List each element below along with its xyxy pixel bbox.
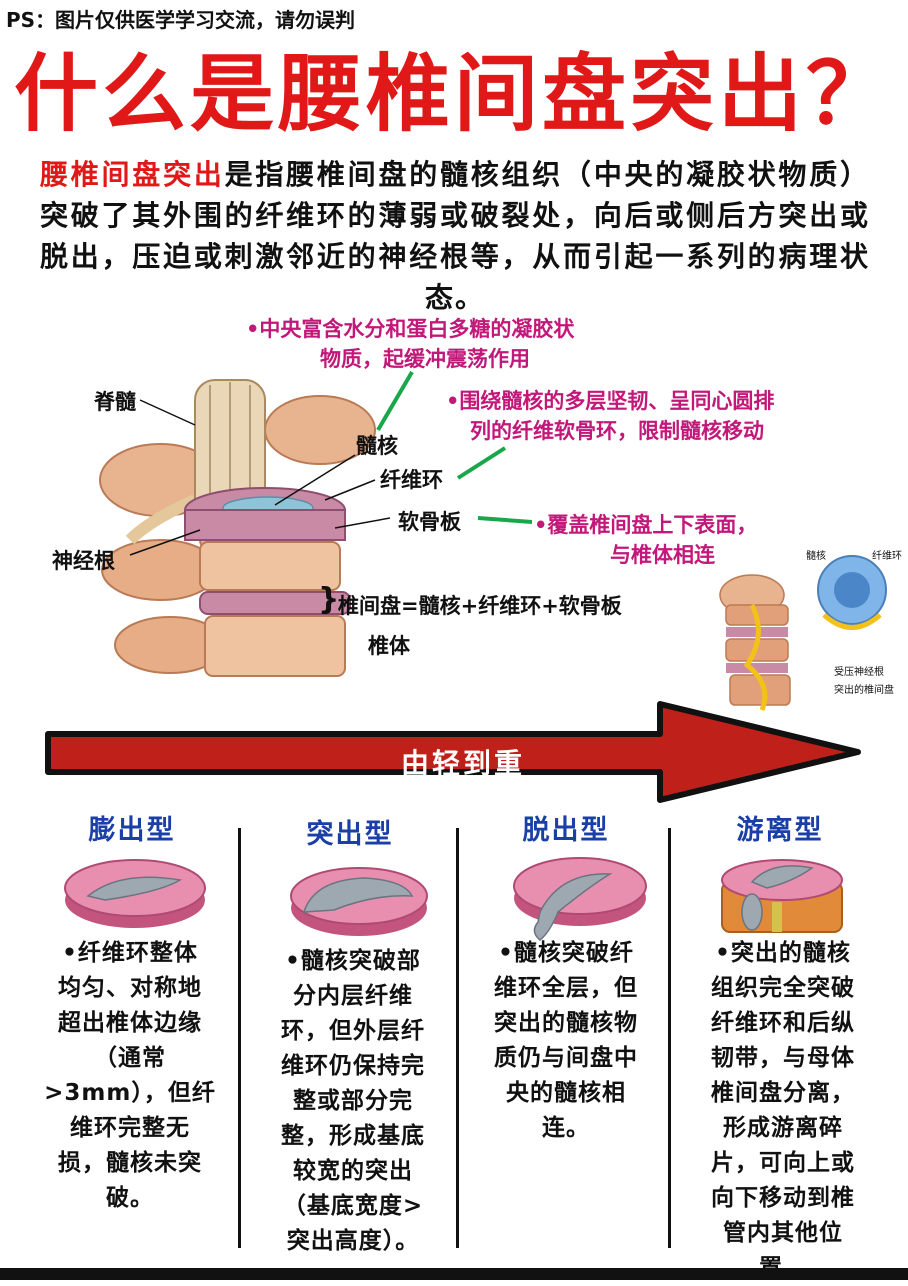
desc-line: 损，髓核未突 <box>58 1150 202 1176</box>
note-nucleus-2: 物质，起缓冲震荡作用 <box>320 347 530 371</box>
desc-line: 形成游离碎 <box>723 1115 843 1141</box>
desc-line: 椎间盘分离， <box>711 1080 855 1106</box>
desc-line: 组织完全突破 <box>711 975 855 1001</box>
type-title-protrusion: 突出型 <box>306 819 394 850</box>
desc-line: （通常 <box>94 1045 166 1071</box>
type-desc-bulge: •纤维环整体 均匀、对称地 超出椎体边缘 （通常 >3mm），但纤 维环完整无 … <box>30 936 230 1216</box>
desc-line: 央的髓核相 <box>506 1080 626 1106</box>
type-title-bulge: 膨出型 <box>88 815 176 846</box>
label-nucleus: 髓核 <box>356 434 398 458</box>
desc-line: >3mm），但纤 <box>44 1080 216 1106</box>
disc-sequestration-illustration <box>721 859 843 933</box>
note-endplate-1: •覆盖椎间盘上下表面， <box>534 513 758 537</box>
desc-line: 较宽的突出 <box>293 1158 413 1184</box>
disc-bulge-illustration <box>64 859 206 928</box>
inset-label-compressed-nerve: 受压神经根 <box>834 667 884 678</box>
ps-note: PS：图片仅供医学学习交流，请勿误判 <box>6 8 356 32</box>
desc-line: 破。 <box>106 1185 154 1211</box>
label-spinal-cord: 脊髓 <box>94 390 136 414</box>
desc-line: 向下移动到椎 <box>711 1185 855 1211</box>
desc-line: 环，但外层纤 <box>281 1018 425 1044</box>
desc-line: 整或部分完 <box>293 1088 413 1114</box>
intro-highlight: 腰椎间盘突出 <box>40 158 225 191</box>
inset-label-annulus: 纤维环 <box>872 551 902 562</box>
inset-label-nucleus: 髓核 <box>806 551 826 562</box>
note-endplate-2: 与椎体相连 <box>610 543 715 567</box>
inset-label-herniated-disc: 突出的椎间盘 <box>834 685 894 696</box>
desc-line: 韧带，与母体 <box>711 1045 855 1071</box>
disc-brace: } <box>318 582 340 617</box>
type-desc-extrusion: •髓核突破纤 维环全层，但 突出的髓核物 质仍与间盘中 央的髓核相 连。 <box>466 936 666 1146</box>
desc-line: 分内层纤维 <box>293 983 413 1009</box>
desc-line: （基底宽度> <box>282 1193 424 1219</box>
desc-line: 突出的髓核物 <box>494 1010 638 1036</box>
spine-anatomy-illustration <box>99 379 391 677</box>
desc-line: 片，可向上或 <box>711 1150 855 1176</box>
desc-line: •髓核突破纤 <box>498 940 634 966</box>
desc-line: 超出椎体边缘 <box>58 1010 202 1036</box>
desc-line: •纤维环整体 <box>62 940 198 966</box>
severity-arrow <box>45 701 861 803</box>
connector-lines <box>376 370 533 524</box>
severity-arrow-label: 由轻到重 <box>400 747 525 780</box>
label-annulus: 纤维环 <box>380 468 443 492</box>
desc-line: 均匀、对称地 <box>58 975 202 1001</box>
type-title-extrusion: 脱出型 <box>522 815 610 846</box>
desc-line: 维环完整无 <box>70 1115 190 1141</box>
desc-line: •突出的髓核 <box>715 940 851 966</box>
desc-line: 连。 <box>542 1115 590 1141</box>
desc-line: 纤维环和后纵 <box>711 1010 855 1036</box>
desc-line: 整，形成基底 <box>281 1123 425 1149</box>
type-desc-sequestration: •突出的髓核 组织完全突破 纤维环和后纵 韧带，与母体 椎间盘分离， 形成游离碎… <box>678 936 888 1286</box>
desc-line: •髓核突破部 <box>285 948 421 974</box>
label-endplate: 软骨板 <box>398 510 461 534</box>
herniation-inset-illustration <box>719 555 887 711</box>
bottom-border <box>0 1268 908 1280</box>
column-divider-2 <box>456 828 459 1248</box>
label-vertebra: 椎体 <box>368 634 410 658</box>
disc-extrusion-illustration <box>513 857 647 941</box>
note-annulus-1: •围绕髓核的多层坚韧、呈同心圆排 <box>446 389 775 413</box>
column-divider-1 <box>238 828 241 1248</box>
intro-text: 是指腰椎间盘的髓核组织（中央的凝胶状物质）突破了其外围的纤维环的薄弱或破裂处，向… <box>40 158 870 314</box>
disc-protrusion-illustration <box>290 867 428 936</box>
type-desc-protrusion: •髓核突破部 分内层纤维 环，但外层纤 维环仍保持完 整或部分完 整，形成基底 … <box>248 944 458 1259</box>
label-disc-formula: 椎间盘=髓核+纤维环+软骨板 <box>338 594 622 618</box>
column-divider-3 <box>668 828 671 1248</box>
page-title: 什么是腰椎间盘突出？ <box>13 45 894 143</box>
note-annulus-2: 列的纤维软骨环，限制髓核移动 <box>470 419 764 443</box>
note-nucleus-1: •中央富含水分和蛋白多糖的凝胶状 <box>246 317 575 341</box>
type-title-sequestration: 游离型 <box>736 815 824 846</box>
desc-line: 维环仍保持完 <box>281 1053 425 1079</box>
desc-line: 管内其他位 <box>723 1220 843 1246</box>
desc-line: 突出高度）。 <box>286 1228 420 1254</box>
desc-line: 质仍与间盘中 <box>494 1045 638 1071</box>
desc-line: 维环全层，但 <box>494 975 638 1001</box>
intro-paragraph: 腰椎间盘突出是指腰椎间盘的髓核组织（中央的凝胶状物质）突破了其外围的纤维环的薄弱… <box>40 154 870 318</box>
label-nerve-root: 神经根 <box>52 549 115 573</box>
